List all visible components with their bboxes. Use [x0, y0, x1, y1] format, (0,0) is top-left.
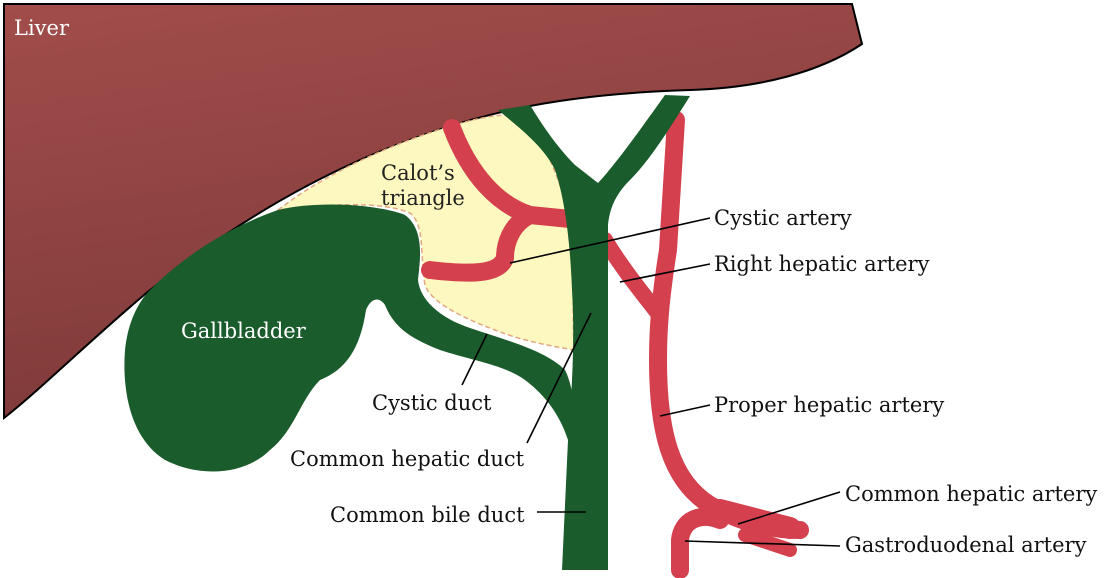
- leader-common-hepatic-duct: [526, 312, 592, 444]
- common-hepatic-duct-label: Common hepatic duct: [290, 447, 525, 471]
- leader-right-hepatic-artery: [619, 263, 711, 283]
- gastroduodenal-artery-label: Gastroduodenal artery: [845, 533, 1087, 557]
- common-hepatic-artery-label: Common hepatic artery: [845, 482, 1097, 506]
- hepatic-artery-trunk: [649, 111, 809, 539]
- calot-triangle-label-line2: triangle: [381, 186, 465, 210]
- bile-duct-trunk: [498, 95, 690, 570]
- leader-cystic-duct: [461, 333, 488, 386]
- gallbladder-shape: [124, 204, 575, 472]
- common-bile-duct-label: Common bile duct: [330, 503, 525, 527]
- leader-cystic-artery: [509, 217, 711, 264]
- liver-label: Liver: [14, 16, 70, 40]
- calot-triangle-label-line1: Calot’s: [381, 161, 455, 185]
- gastroduodenal-artery: [671, 507, 729, 578]
- right-hepatic-artery-loop: [421, 119, 579, 282]
- gallbladder-label: Gallbladder: [181, 319, 307, 343]
- common-hepatic-artery-tail: [738, 528, 797, 557]
- artery-network: [421, 111, 809, 578]
- cystic-duct-label: Cystic duct: [372, 391, 492, 415]
- leader-lines: [461, 217, 841, 547]
- duct-network: [124, 95, 690, 570]
- right-hepatic-artery-label: Right hepatic artery: [714, 252, 930, 276]
- proper-hepatic-artery-label: Proper hepatic artery: [714, 393, 944, 417]
- leader-gastroduodenal-artery: [684, 540, 841, 547]
- cystic-artery-label: Cystic artery: [714, 206, 852, 230]
- leader-proper-hepatic-artery: [659, 404, 711, 417]
- leader-common-hepatic-artery: [737, 491, 841, 525]
